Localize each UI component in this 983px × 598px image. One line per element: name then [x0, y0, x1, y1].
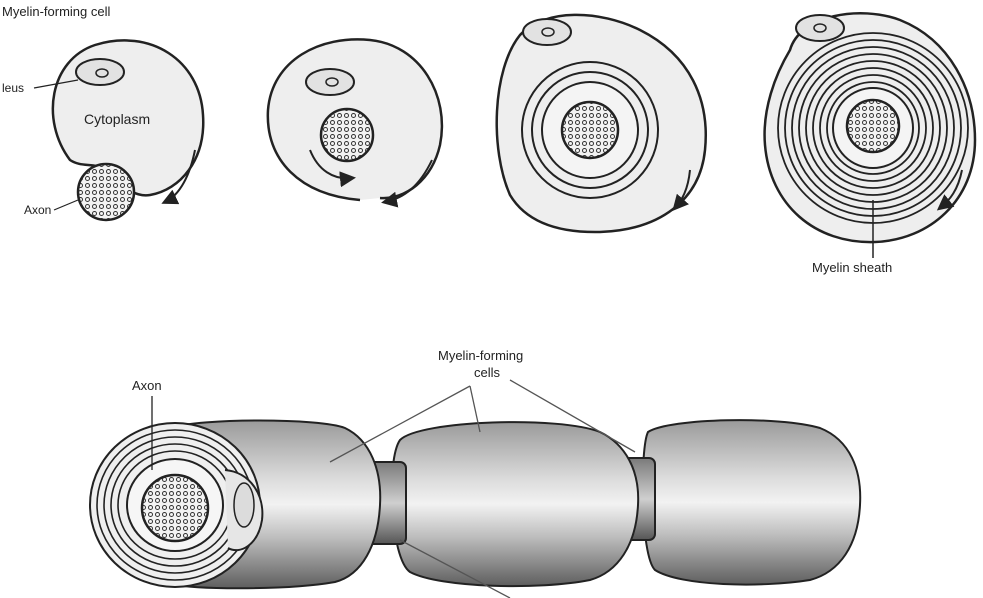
stage-3-cell	[497, 15, 706, 232]
label-myelin-forming-cell: Myelin-forming cell	[2, 4, 110, 19]
segment-1-cross-section	[90, 423, 262, 587]
nucleus-shape	[76, 59, 124, 85]
myelin-segment-3	[643, 420, 861, 584]
label-myelin-sheath: Myelin sheath	[812, 260, 892, 275]
top-panel: Myelin-forming cell leus Cytoplasm Axon …	[2, 4, 975, 275]
label-axon-top: Axon	[24, 203, 51, 217]
label-nucleus: leus	[2, 81, 24, 95]
nucleus-shape	[234, 483, 254, 527]
stage-2-axon	[321, 109, 373, 161]
stage-1-cell	[53, 40, 203, 220]
stage-2-cell	[268, 39, 442, 202]
nucleus-shape	[306, 69, 354, 95]
label-cytoplasm: Cytoplasm	[84, 111, 150, 127]
bottom-axon	[142, 475, 208, 541]
stage-3-axon	[562, 102, 618, 158]
label-myelin-forming-cells-line2: cells	[474, 365, 501, 380]
stage-4-axon	[847, 100, 899, 152]
stage-4-cell	[765, 13, 975, 258]
myelin-segment-2	[392, 422, 638, 586]
nucleus-shape	[523, 19, 571, 45]
label-myelin-forming-cells-line1: Myelin-forming	[438, 348, 523, 363]
label-axon-bottom: Axon	[132, 378, 162, 393]
stage-1-axon	[78, 164, 134, 220]
axon-leader-top	[54, 200, 78, 210]
bottom-panel: Axon Myelin-forming cells	[90, 348, 860, 598]
nucleus-shape	[796, 15, 844, 41]
